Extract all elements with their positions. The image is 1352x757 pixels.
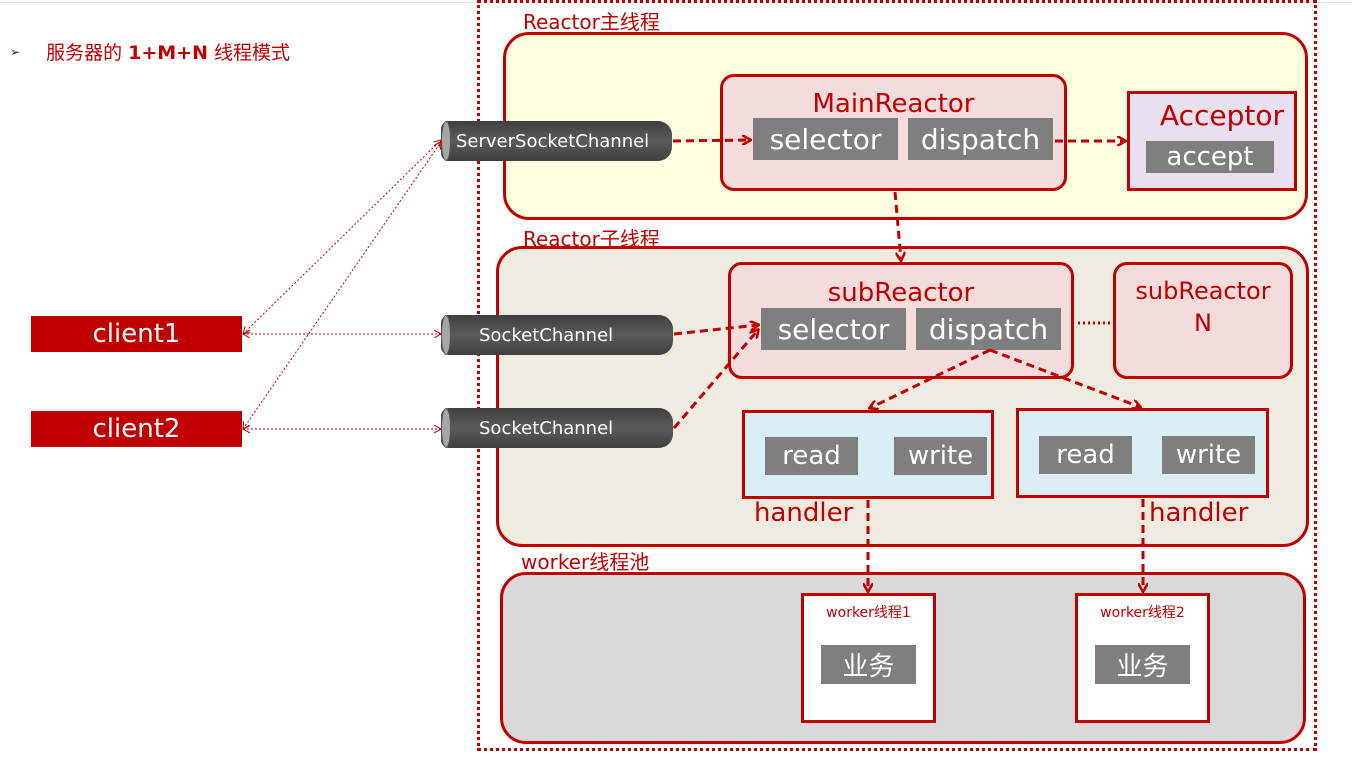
title-bold: 1+M+N (128, 42, 208, 64)
channel-cap (441, 121, 451, 161)
title-suffix: 线程模式 (207, 42, 291, 64)
worker-2-task: 业务 (1095, 645, 1190, 684)
worker-1-label: worker线程1 (826, 605, 911, 621)
accept-box: accept (1146, 141, 1274, 173)
main-selector: selector (753, 118, 898, 160)
server-socket-channel-label: ServerSocketChannel (456, 130, 650, 152)
sub-reactor-n-count: N (1194, 309, 1212, 337)
handler-1-read: read (765, 437, 858, 475)
channel-cap (441, 408, 451, 448)
socket-channel-1-label: SocketChannel (479, 324, 614, 346)
worker-2-label: worker线程2 (1100, 605, 1185, 621)
socket-channel-1: SocketChannel (441, 315, 673, 355)
sub-dispatch: dispatch (916, 308, 1061, 350)
main-reactor-label: MainReactor (812, 89, 975, 119)
handler-2-label: handler (1149, 498, 1249, 528)
reactor-sub-label: Reactor子线程 (523, 227, 660, 251)
handler-1-write: write (894, 437, 987, 475)
worker-pool-label: worker线程池 (521, 550, 650, 574)
server-socket-channel: ServerSocketChannel (441, 121, 672, 161)
sub-reactor-label: subReactor (827, 278, 975, 308)
page-title: ➢ 服务器的 1+M+N 线程模式 (10, 38, 290, 65)
worker-1-task: 业务 (821, 645, 916, 684)
client1-to-server-channel (243, 140, 441, 334)
socket-channel-2: SocketChannel (441, 408, 673, 448)
handler-2-read: read (1039, 436, 1132, 474)
handler-2-write: write (1162, 436, 1255, 474)
socket-channel-2-label: SocketChannel (479, 417, 614, 439)
handler-1-label: handler (754, 498, 854, 528)
client-2: client2 (31, 411, 242, 447)
reactor-main-label: Reactor主线程 (523, 10, 660, 34)
main-dispatch: dispatch (908, 118, 1053, 160)
sub-selector: selector (761, 308, 906, 350)
client2-to-server-channel (243, 142, 441, 429)
sub-reactor-n-box: subReactor N (1113, 262, 1293, 379)
sub-reactor-n-label: subReactor (1135, 277, 1271, 305)
bullet-icon: ➢ (10, 45, 21, 59)
acceptor-label: Acceptor (1159, 99, 1284, 132)
title-prefix: 服务器的 (46, 42, 129, 64)
server-boundary (477, 0, 1317, 751)
client-1: client1 (31, 316, 242, 352)
channel-cap (441, 315, 451, 355)
